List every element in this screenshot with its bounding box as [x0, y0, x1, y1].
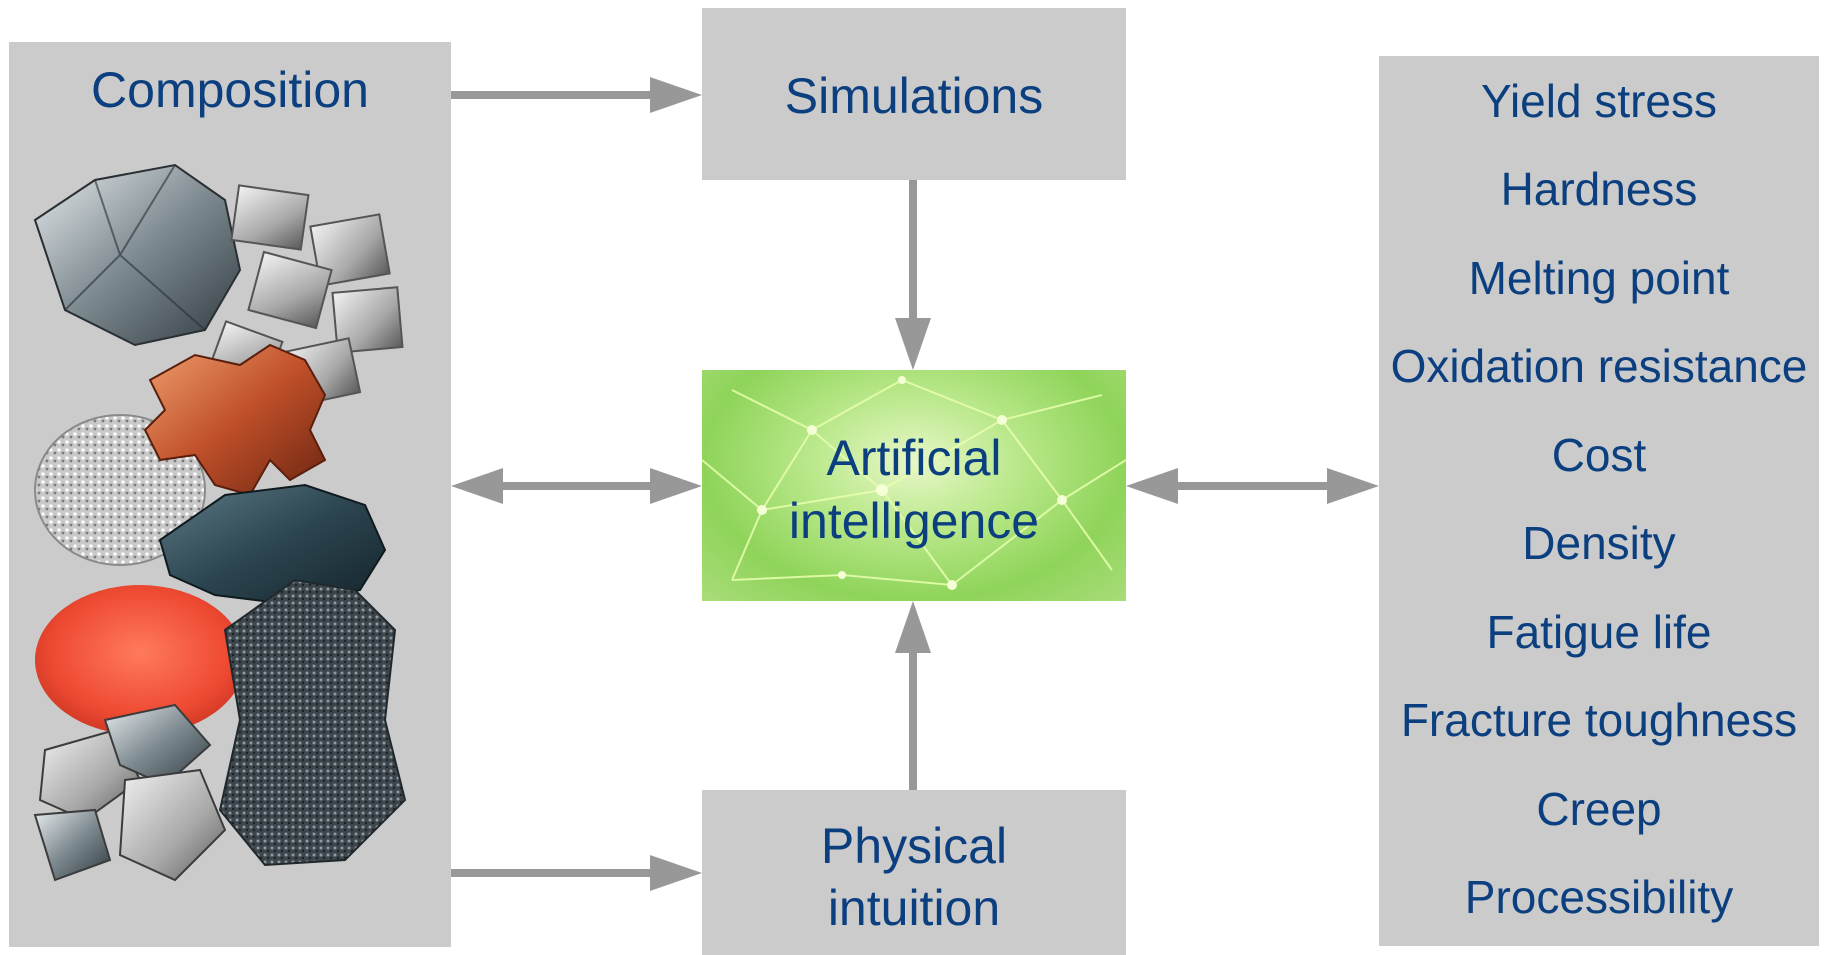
- property-item: Cost: [1551, 428, 1647, 481]
- property-item: Yield stress: [1480, 75, 1718, 127]
- property-item: Fracture toughness: [1400, 694, 1798, 747]
- material-samples-image: [33, 163, 407, 882]
- property-item: Melting point: [1468, 251, 1730, 304]
- physical-intuition-box: [702, 790, 1126, 955]
- arrow-ai-properties-bidirectional: [1126, 468, 1379, 504]
- properties-list: Yield stress Hardness Melting point Oxid…: [1379, 56, 1819, 946]
- property-item: Fatigue life: [1486, 605, 1712, 658]
- arrow-simulations-to-ai: [895, 180, 931, 370]
- composition-title: Composition: [91, 62, 369, 118]
- property-item: Density: [1522, 517, 1676, 570]
- arrow-composition-to-simulations: [451, 77, 702, 113]
- simulations-label: Simulations: [784, 68, 1044, 124]
- ai-label-line1: Artificial: [826, 430, 1002, 486]
- properties-box: [1379, 56, 1819, 946]
- property-item: Processibility: [1464, 870, 1734, 923]
- network-background: [702, 376, 1126, 590]
- property-item: Creep: [1536, 782, 1662, 835]
- property-item: Hardness: [1500, 163, 1698, 216]
- ai-label-line2: intelligence: [788, 493, 1040, 549]
- simulations-box: [702, 8, 1126, 180]
- arrow-composition-to-physical: [451, 855, 702, 891]
- property-item: Oxidation resistance: [1390, 340, 1808, 393]
- ai-box: [702, 370, 1126, 601]
- physical-label-line2: intuition: [827, 880, 1001, 936]
- arrow-composition-ai-bidirectional: [451, 468, 702, 504]
- physical-label-line1: Physical: [820, 818, 1008, 874]
- arrow-physical-to-ai: [895, 601, 931, 790]
